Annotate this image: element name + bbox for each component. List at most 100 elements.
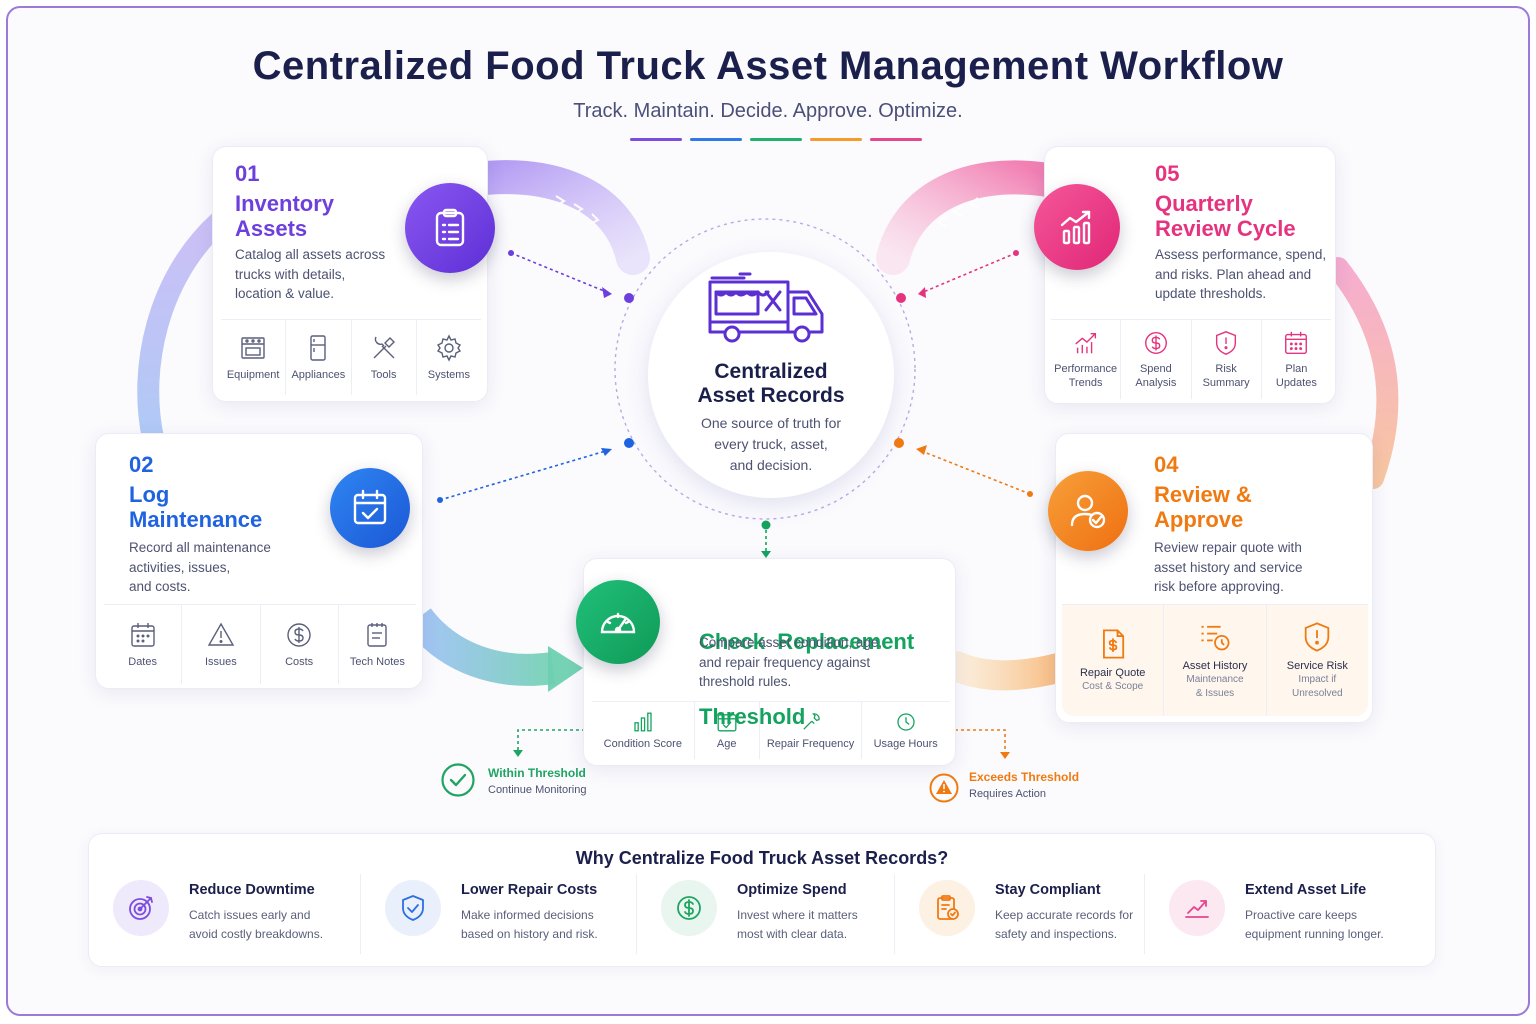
shield-check-icon	[385, 880, 441, 936]
benefit-desc-line: equipment running longer.	[1245, 927, 1384, 941]
review-repair-quote: Repair Quote Cost & Scope	[1062, 605, 1165, 716]
wrench-icon	[802, 713, 820, 730]
review-sub: Impact if	[1298, 674, 1337, 685]
fridge-icon	[310, 335, 327, 361]
trend-up-icon	[1169, 880, 1225, 936]
step-title-line: Check Replacement	[699, 629, 915, 654]
center-desc-line: and decision.	[729, 457, 813, 473]
step-desc-line: Record all maintenance	[129, 540, 271, 555]
step-title-line: Assets	[235, 216, 308, 241]
dollar-coin-icon	[1144, 332, 1167, 354]
cycle-label: Updates	[1275, 377, 1317, 389]
color-bar	[630, 138, 682, 141]
category-label: Tools	[370, 369, 397, 381]
benefit-lower-repair-costs: Lower Repair Costs Make informed decisio…	[361, 874, 637, 954]
category-tools: Tools	[352, 320, 417, 395]
step-desc-line: activities, issues,	[129, 559, 231, 575]
cycle-risk-summary: Risk Summary	[1192, 320, 1262, 399]
outcome-subtitle: Continue Monitoring	[488, 784, 587, 796]
step-desc-line: threshold rules.	[699, 674, 792, 689]
step-desc-line: Assess performance, spend,	[1155, 247, 1327, 262]
threshold-criteria-strip: Condition Score Age Repair Frequency Usa…	[592, 701, 949, 759]
criteria-label: Repair Frequency	[766, 738, 855, 750]
notes-icon	[367, 623, 388, 647]
benefit-title: Optimize Spend	[737, 882, 847, 898]
benefit-title: Reduce Downtime	[189, 882, 315, 898]
warning-icon	[207, 622, 235, 646]
cycle-label: Trends	[1068, 377, 1103, 389]
criteria-age: Age	[695, 702, 760, 759]
benefit-desc: Keep accurate records for safety and ins…	[995, 906, 1133, 944]
benefit-desc-line: Keep accurate records for	[995, 908, 1134, 922]
benefits-title: Why Centralize Food Truck Asset Records?	[575, 848, 949, 868]
step-title-line: Inventory	[235, 191, 335, 216]
benefit-desc-line: Make informed decisions	[461, 908, 594, 922]
step-desc-line: Review repair quote with	[1154, 540, 1302, 555]
benefit-desc-line: most with clear data.	[737, 927, 848, 941]
step-title: Check Replacement Threshold	[699, 579, 914, 779]
benefit-desc-line: avoid costly breakdowns.	[189, 927, 324, 941]
step-title-line: Quarterly	[1155, 191, 1253, 216]
step-description: Assess performance, spend, and risks. Pl…	[1155, 245, 1326, 304]
benefit-reduce-downtime: Reduce Downtime Catch issues early and a…	[89, 874, 361, 954]
trend-chart-icon	[1074, 332, 1096, 354]
field-label: Dates	[128, 656, 157, 668]
benefit-title: Stay Compliant	[995, 882, 1101, 898]
clock-icon	[897, 713, 915, 731]
target-icon	[113, 880, 169, 936]
gear-icon	[436, 334, 461, 362]
cycle-label: Spend	[1139, 363, 1172, 375]
step-title-line: Log	[129, 482, 170, 507]
warning-circle-icon	[929, 773, 959, 803]
cycle-performance-trends: Performance Trends	[1051, 320, 1122, 399]
step-desc-line: Compare asset condition, age,	[699, 635, 883, 650]
cycle-plan-updates: Plan Updates	[1262, 320, 1331, 399]
criteria-label: Age	[716, 738, 737, 750]
center-title: Centralized Asset Records	[648, 360, 894, 408]
asset-category-strip: Equipment Appliances Tools Systems	[221, 319, 481, 395]
step-title-line: Review Cycle	[1155, 216, 1296, 241]
criteria-condition-score: Condition Score	[592, 702, 695, 759]
color-bar	[870, 138, 922, 141]
calendar-icon	[130, 623, 155, 647]
category-systems: Systems	[417, 320, 481, 395]
calendar-check-icon	[717, 712, 737, 732]
category-appliances: Appliances	[286, 320, 352, 395]
review-service-risk: Service Risk Impact if Unresolved	[1267, 605, 1368, 716]
cycle-label: Risk	[1215, 363, 1237, 375]
step-title: Review & Approve	[1154, 482, 1252, 532]
review-asset-history: Asset History Maintenance & Issues	[1164, 605, 1267, 716]
benefits-panel: Why Centralize Food Truck Asset Records?…	[88, 833, 1436, 967]
category-label: Equipment	[226, 369, 280, 381]
shield-alert-icon	[1216, 331, 1237, 355]
criteria-label: Condition Score	[603, 738, 682, 750]
color-bar	[750, 138, 802, 141]
outcome-title: Within Threshold	[488, 766, 586, 780]
benefit-stay-compliant: Stay Compliant Keep accurate records for…	[895, 874, 1145, 954]
step-title: Quarterly Review Cycle	[1155, 191, 1296, 241]
step-card-log-maintenance: 02 Log Maintenance Record all maintenanc…	[95, 433, 423, 689]
step-number: 02	[129, 452, 154, 477]
benefit-desc: Make informed decisions based on history…	[461, 906, 598, 944]
color-bar	[690, 138, 742, 141]
field-label: Tech Notes	[349, 656, 405, 668]
color-bars	[630, 138, 922, 141]
center-title-line: Asset Records	[697, 384, 845, 407]
benefit-desc-line: safety and inspections.	[995, 927, 1118, 941]
benefit-optimize-spend: Optimize Spend Invest where it matters m…	[637, 874, 895, 954]
center-title-line: Centralized	[714, 360, 828, 383]
clipboard-check-icon	[919, 880, 975, 936]
step-desc-line: update thresholds.	[1155, 286, 1267, 301]
field-tech-notes: Tech Notes	[339, 605, 416, 684]
center-hub	[648, 252, 894, 498]
growth-chart-icon	[1034, 184, 1120, 270]
field-label: Issues	[204, 656, 237, 668]
step-desc-line: and repair frequency against	[699, 654, 871, 670]
criteria-repair-frequency: Repair Frequency	[760, 702, 863, 759]
user-approve-icon	[1048, 471, 1128, 551]
step-desc-line: trucks with details,	[235, 266, 346, 282]
category-label: Systems	[427, 369, 470, 381]
review-label: Asset History	[1182, 660, 1248, 672]
dollar-coin-icon	[661, 880, 717, 936]
step-description: Compare asset condition, age, and repair…	[699, 633, 882, 692]
